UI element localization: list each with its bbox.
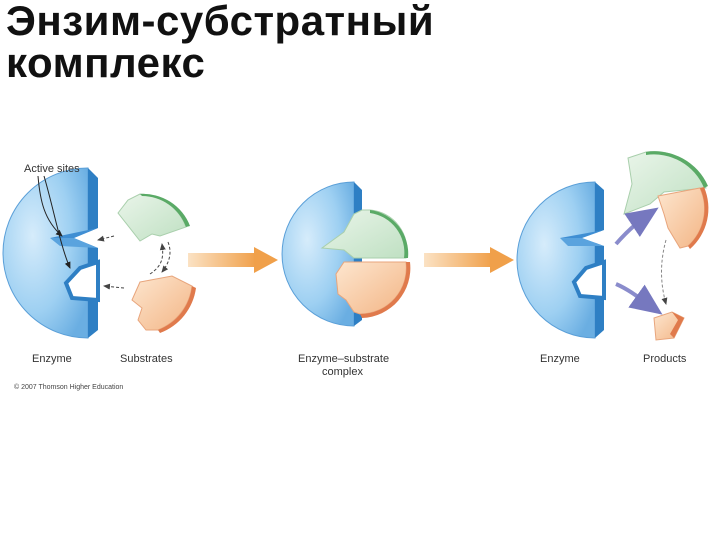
active-site-pocket bbox=[63, 259, 100, 303]
product-green bbox=[623, 151, 708, 215]
active-site-triangle bbox=[74, 228, 98, 248]
label-substrates: Substrates bbox=[120, 353, 173, 365]
slide-title: Энзим-субстратный комплекс bbox=[6, 0, 434, 84]
slide-title-line-1: Энзим-субстратный bbox=[6, 0, 435, 44]
substrate-orange bbox=[131, 275, 196, 333]
label-enzyme-left: Enzyme bbox=[32, 353, 72, 365]
product-orange bbox=[657, 187, 709, 249]
enzyme-left bbox=[2, 167, 100, 339]
label-products: Products bbox=[643, 353, 687, 365]
enzyme-right bbox=[516, 181, 606, 339]
label-active-sites: Active sites bbox=[24, 163, 80, 175]
reaction-arrow-1 bbox=[188, 247, 278, 273]
label-complex-line-1: Enzyme–substrate bbox=[298, 353, 389, 365]
copyright-credit: © 2007 Thomson Higher Education bbox=[14, 383, 123, 391]
slide-title-line-2: комплекс bbox=[6, 39, 206, 86]
label-complex-line-2: complex bbox=[322, 366, 363, 378]
reaction-arrow-2 bbox=[424, 247, 514, 273]
product-small bbox=[653, 311, 685, 341]
label-enzyme-right: Enzyme bbox=[540, 353, 580, 365]
substrate-green bbox=[117, 193, 190, 242]
enzyme-substrate-complex bbox=[281, 181, 411, 327]
